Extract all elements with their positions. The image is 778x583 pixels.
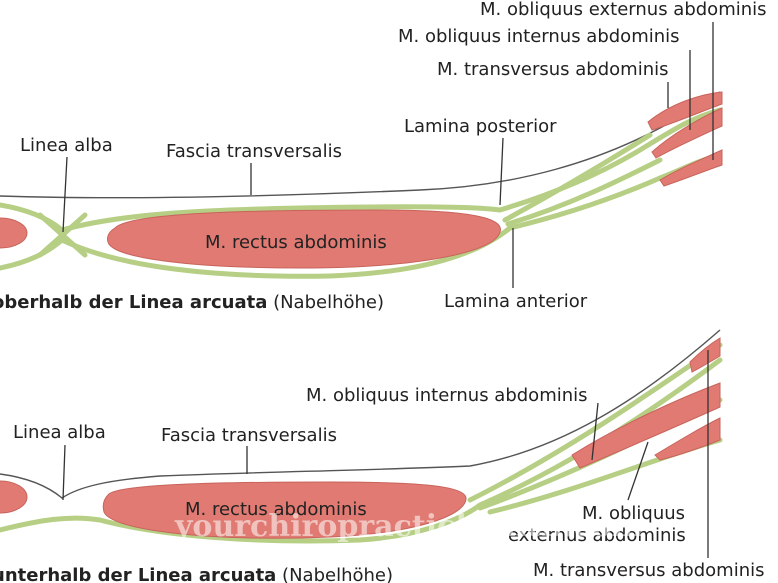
- bottom-caption: unterhalb der Linea arcuata (Nabelhöhe): [0, 565, 393, 583]
- top-transversus-slip: [659, 149, 723, 187]
- top-rectus-abdominis: [107, 209, 501, 269]
- bottom-label-fascia: Fascia transversalis: [161, 425, 337, 446]
- top-label-linea-alba: Linea alba: [20, 135, 113, 156]
- top-rectus-left-partial: [0, 217, 28, 249]
- top-leader-lamina-posterior: [499, 137, 504, 206]
- bottom-leader-obliquus-internus: [591, 402, 599, 461]
- bottom-label-obliquus-internus: M. obliquus internus abdominis: [306, 385, 588, 406]
- top-label-obliquus-internus: M. obliquus internus abdominis: [398, 26, 680, 47]
- bottom-transversus-slip: [654, 417, 721, 461]
- bottom-label-obliquus-externus-line2: externus abdominis: [508, 525, 686, 546]
- bottom-obliquus-internus-slip: [571, 382, 721, 469]
- bottom-rectus-left-partial: [0, 480, 28, 514]
- bottom-label-rectus: M. rectus abdominis: [185, 499, 367, 520]
- bottom-rectus-abdominis: [102, 481, 467, 539]
- bottom-leader-linea-alba: [62, 444, 66, 501]
- top-leader-linea-alba: [62, 156, 68, 233]
- top-label-rectus: M. rectus abdominis: [205, 232, 387, 253]
- bottom-caption-rest: (Nabelhöhe): [276, 565, 393, 583]
- top-label-fascia: Fascia transversalis: [166, 141, 342, 162]
- top-intermuscular-fascia-1: [502, 132, 653, 223]
- top-label-lamina-anterior: Lamina anterior: [444, 291, 588, 312]
- top-lamina-posterior: [0, 107, 723, 233]
- bottom-rectus-sheath-upper: [467, 342, 723, 503]
- bottom-label-transversus: M. transversus abdominis: [533, 560, 764, 581]
- top-label-obliquus-externus: M. obliquus externus abdominis: [480, 0, 767, 20]
- top-obliquus-externus-slip: [647, 91, 723, 131]
- bottom-panel: M. obliquus internus abdominis Linea alb…: [0, 329, 764, 583]
- top-panel: M. obliquus externus abdominis M. obliqu…: [0, 0, 767, 313]
- top-lamina-anterior: [0, 152, 723, 279]
- top-caption-bold: oberhalb der Linea arcuata: [0, 292, 267, 313]
- top-caption: oberhalb der Linea arcuata (Nabelhöhe): [0, 292, 384, 313]
- watermark: yourchiropractichealth.com: [174, 509, 643, 544]
- bottom-caption-bold: unterhalb der Linea arcuata: [0, 565, 276, 583]
- top-label-lamina-posterior: Lamina posterior: [404, 116, 557, 137]
- top-caption-rest: (Nabelhöhe): [267, 292, 384, 313]
- bottom-label-linea-alba: Linea alba: [13, 422, 106, 443]
- top-label-transversus: M. transversus abdominis: [437, 59, 668, 80]
- bottom-obliquus-externus-slip: [689, 337, 721, 373]
- bottom-fascia-transversalis: [0, 329, 721, 499]
- bottom-leader-obliquus-externus: [627, 441, 649, 501]
- top-intermuscular-fascia-2: [505, 157, 663, 227]
- bottom-label-obliquus-externus-line1: M. obliquus: [582, 503, 685, 524]
- top-linea-alba-cross-2: [37, 212, 88, 258]
- top-obliquus-internus-slip: [651, 107, 723, 159]
